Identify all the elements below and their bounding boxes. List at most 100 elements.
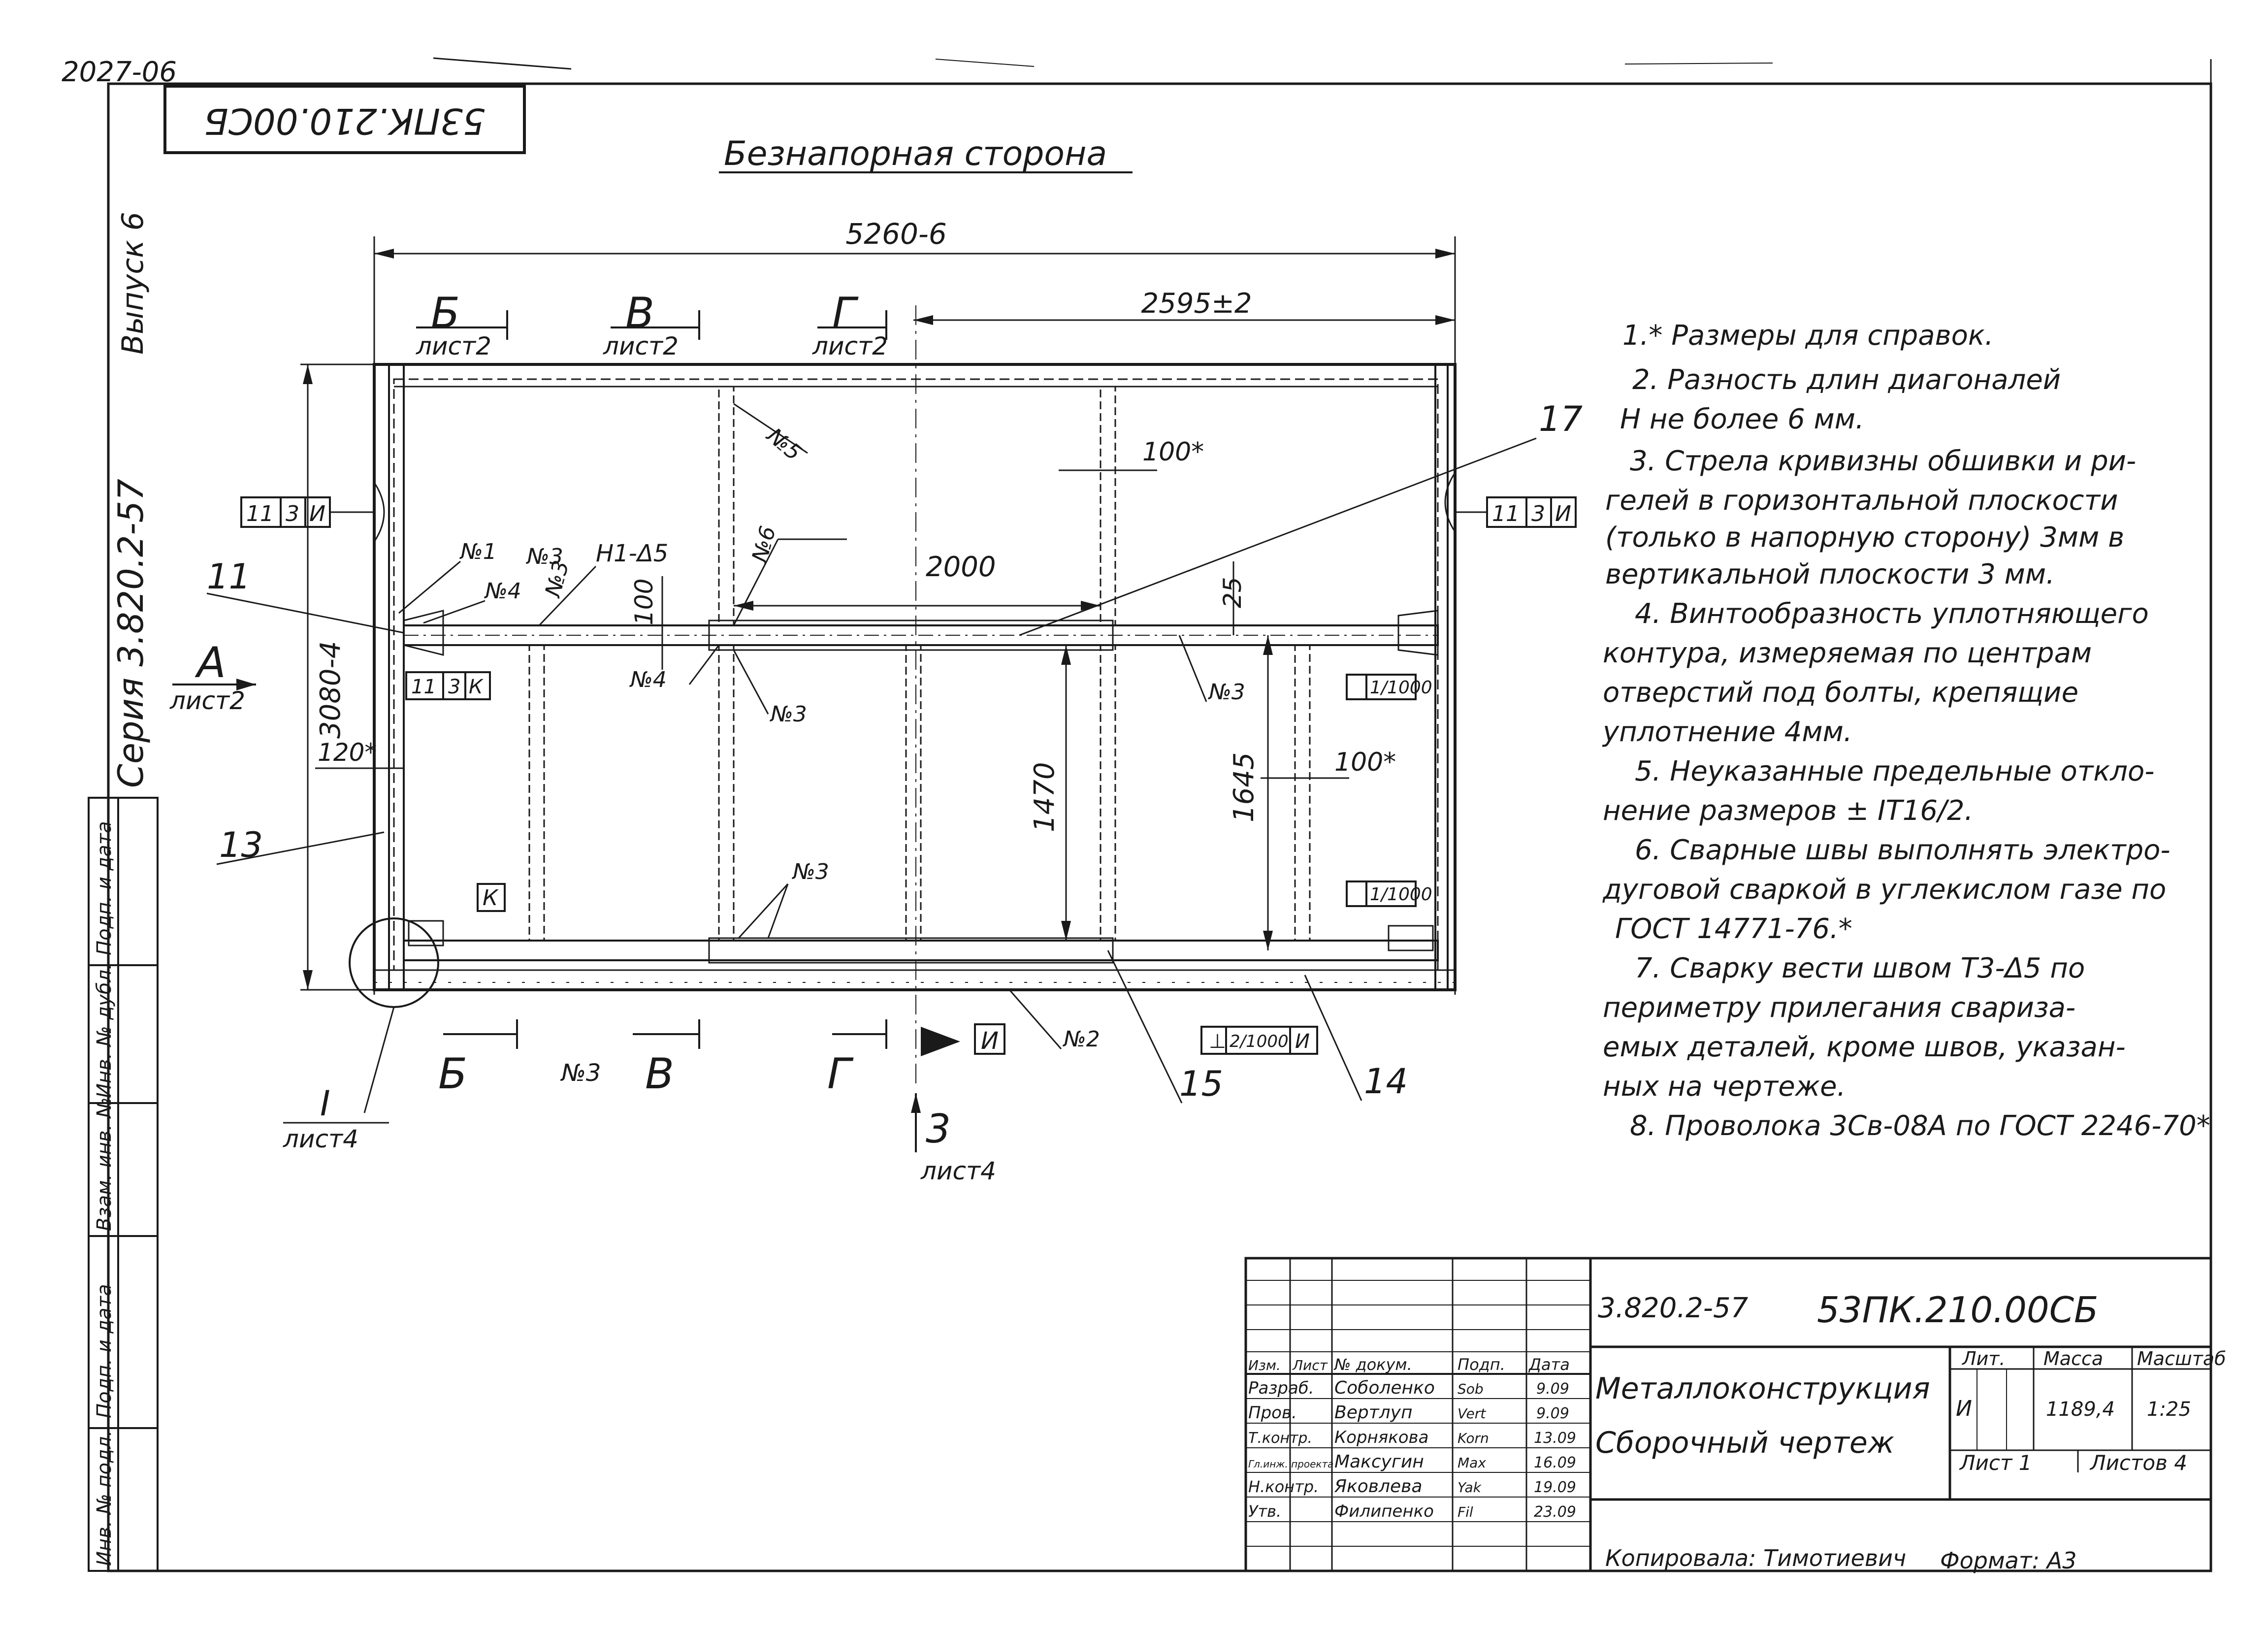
svg-text:Филипенко: Филипенко	[1334, 1501, 1434, 1521]
svg-text:И: И	[1295, 1030, 1310, 1053]
svg-text:11: 11	[1492, 501, 1520, 526]
svg-text:Гл.инж. проекта: Гл.инж. проекта	[1248, 1458, 1333, 1470]
svg-text:Дата: Дата	[1528, 1355, 1570, 1374]
part-callouts: 11 13 14 15 17	[206, 399, 1583, 1104]
svg-text:1:25: 1:25	[2147, 1398, 2191, 1421]
svg-text:№ докум.: № докум.	[1333, 1355, 1412, 1374]
technical-notes: 1.* Размеры для справок. 2. Разность дли…	[1602, 320, 2210, 1142]
rotated-stamp-box	[163, 85, 526, 154]
dim-height: 3080-4	[300, 363, 379, 991]
svg-text:3. Стрела кривизны обшивки и р: 3. Стрела кривизны обшивки и ри-	[1630, 445, 2136, 477]
svg-text:контура, измеряемая по центрам: контура, измеряемая по центрам	[1603, 637, 2092, 669]
svg-text:(только в напорную сторону) 3м: (только в напорную сторону) 3мм в	[1605, 521, 2124, 554]
svg-text:Yak: Yak	[1458, 1479, 1482, 1496]
title-block: 3.820.2-57 53ПК.210.00СБ Металлоконструк…	[1244, 1257, 2226, 1572]
svg-text:№4: №4	[629, 667, 667, 692]
svg-text:№3: №3	[769, 702, 807, 727]
svg-text:лист2: лист2	[169, 686, 245, 715]
top-code: 2027-06	[62, 56, 177, 88]
svg-text:1/1000: 1/1000	[1370, 884, 1432, 905]
svg-text:Листов 4: Листов 4	[2089, 1451, 2187, 1475]
svg-text:Лист: Лист	[1292, 1357, 1328, 1373]
section-markers-bottom: Б №3 В Г	[438, 1019, 887, 1099]
node-I-circle	[349, 917, 439, 1008]
svg-text:№3: №3	[560, 1059, 601, 1087]
svg-text:9.09: 9.09	[1536, 1405, 1569, 1422]
svg-text:Соболенко: Соболенко	[1334, 1378, 1435, 1398]
svg-text:уплотнение 4мм.: уплотнение 4мм.	[1602, 716, 1852, 748]
svg-text:3: 3	[926, 1106, 951, 1152]
svg-text:Лист 1: Лист 1	[1959, 1451, 2032, 1475]
svg-text:лист2: лист2	[416, 332, 491, 360]
svg-text:Яковлева: Яковлева	[1334, 1476, 1422, 1497]
svg-text:И: И	[981, 1027, 999, 1055]
svg-text:Т.контр.: Т.контр.	[1248, 1430, 1312, 1447]
svg-text:Н не более 6 мм.: Н не более 6 мм.	[1620, 403, 1864, 435]
svg-text:120*: 120*	[318, 738, 377, 767]
svg-text:Vert: Vert	[1458, 1405, 1486, 1422]
drawing-title: Безнапорная сторона	[724, 134, 1107, 173]
svg-text:I: I	[320, 1083, 330, 1124]
svg-text:6. Сварные швы выполнять элект: 6. Сварные швы выполнять электро-	[1635, 834, 2171, 866]
svg-text:ГОСТ 14771-76.*: ГОСТ 14771-76.*	[1615, 913, 1852, 945]
svg-text:А: А	[194, 638, 226, 687]
svg-text:Лит.: Лит.	[1961, 1348, 2006, 1369]
svg-text:К: К	[483, 885, 499, 911]
svg-text:8. Проволока 3Св-08А по ГОСТ 2: 8. Проволока 3Св-08А по ГОСТ 2246-70*	[1630, 1110, 2210, 1142]
svg-text:Вертлуп: Вертлуп	[1334, 1402, 1413, 1423]
dim-overall-width: 5260-6	[373, 217, 1456, 995]
svg-text:11: 11	[207, 556, 251, 597]
svg-text:Максугин: Максугин	[1334, 1452, 1424, 1472]
svg-text:19.09: 19.09	[1534, 1479, 1576, 1496]
svg-text:гелей в горизонтальной плоскос: гелей в горизонтальной плоскости	[1605, 485, 2118, 517]
svg-text:периметру прилегания свариза-: периметру прилегания свариза-	[1603, 992, 2075, 1024]
side-label-1: Подп. и дата	[93, 821, 116, 955]
svg-text:№1: №1	[459, 539, 497, 564]
svg-text:Разраб.: Разраб.	[1248, 1378, 1314, 1398]
svg-text:1/1000: 1/1000	[1370, 678, 1432, 698]
svg-text:17: 17	[1539, 399, 1583, 439]
side-label-4: Подп. и дата	[93, 1284, 116, 1418]
svg-text:Fil: Fil	[1458, 1504, 1473, 1520]
svg-text:9.09: 9.09	[1536, 1380, 1569, 1398]
svg-text:Н.контр.: Н.контр.	[1248, 1477, 1319, 1496]
svg-text:3: 3	[448, 676, 460, 698]
svg-text:2. Разность длин диагоналей: 2. Разность длин диагоналей	[1632, 364, 2061, 396]
svg-text:Korn: Korn	[1458, 1430, 1489, 1446]
svg-text:лист4: лист4	[283, 1125, 358, 1153]
rotated-stamp: 53ПК.210.00СБ	[204, 100, 485, 142]
svg-text:Металлоконструкция: Металлоконструкция	[1595, 1371, 1930, 1406]
svg-text:Утв.: Утв.	[1248, 1502, 1281, 1521]
svg-text:3080-4: 3080-4	[315, 641, 347, 739]
svg-text:нение размеров ± IT16/2.: нение размеров ± IT16/2.	[1603, 795, 1973, 827]
svg-text:3: 3	[286, 501, 299, 526]
svg-text:Масштаб: Масштаб	[2137, 1348, 2226, 1369]
svg-text:вертикальной плоскости 3 мм.: вертикальной плоскости 3 мм.	[1605, 558, 2055, 590]
svg-text:емых деталей, кроме швов, указ: емых деталей, кроме швов, указан-	[1603, 1031, 2126, 1063]
copied-by: Копировала: Тимотиевич	[1605, 1545, 1906, 1571]
svg-text:15: 15	[1179, 1064, 1223, 1104]
svg-text:Сборочный чертеж: Сборочный чертеж	[1595, 1426, 1894, 1460]
svg-text:Г: Г	[832, 289, 859, 338]
svg-text:⊥: ⊥	[1209, 1030, 1226, 1053]
svg-text:11: 11	[411, 676, 436, 698]
view-3-marker: 3 лист4	[911, 1093, 996, 1185]
svg-text:№3: №3	[525, 544, 563, 569]
datum-triangle: И	[921, 1023, 1005, 1056]
svg-text:1.* Размеры для справок.: 1.* Размеры для справок.	[1622, 320, 1994, 352]
svg-text:100*: 100*	[1334, 748, 1396, 777]
section-markers-top: Б лист2 В лист2 Г лист2	[416, 289, 888, 360]
svg-text:3.820.2-57: 3.820.2-57	[1598, 1292, 1749, 1324]
svg-text:100: 100	[630, 579, 658, 625]
svg-text:100*: 100*	[1142, 437, 1204, 467]
svg-text:№3: №3	[1207, 680, 1245, 705]
side-label-5: Инв. № подл.	[93, 1430, 116, 1566]
side-label-3: Взам. инв. №	[93, 1097, 116, 1231]
svg-text:1189,4: 1189,4	[2046, 1398, 2115, 1421]
svg-text:23.09: 23.09	[1534, 1503, 1576, 1521]
svg-text:отверстий под болты, крепящие: отверстий под болты, крепящие	[1603, 677, 2078, 709]
svg-text:Н1-Δ5: Н1-Δ5	[596, 540, 668, 567]
svg-text:2/1000: 2/1000	[1230, 1032, 1289, 1051]
svg-text:13: 13	[219, 825, 263, 865]
svg-text:Б: Б	[431, 289, 460, 338]
